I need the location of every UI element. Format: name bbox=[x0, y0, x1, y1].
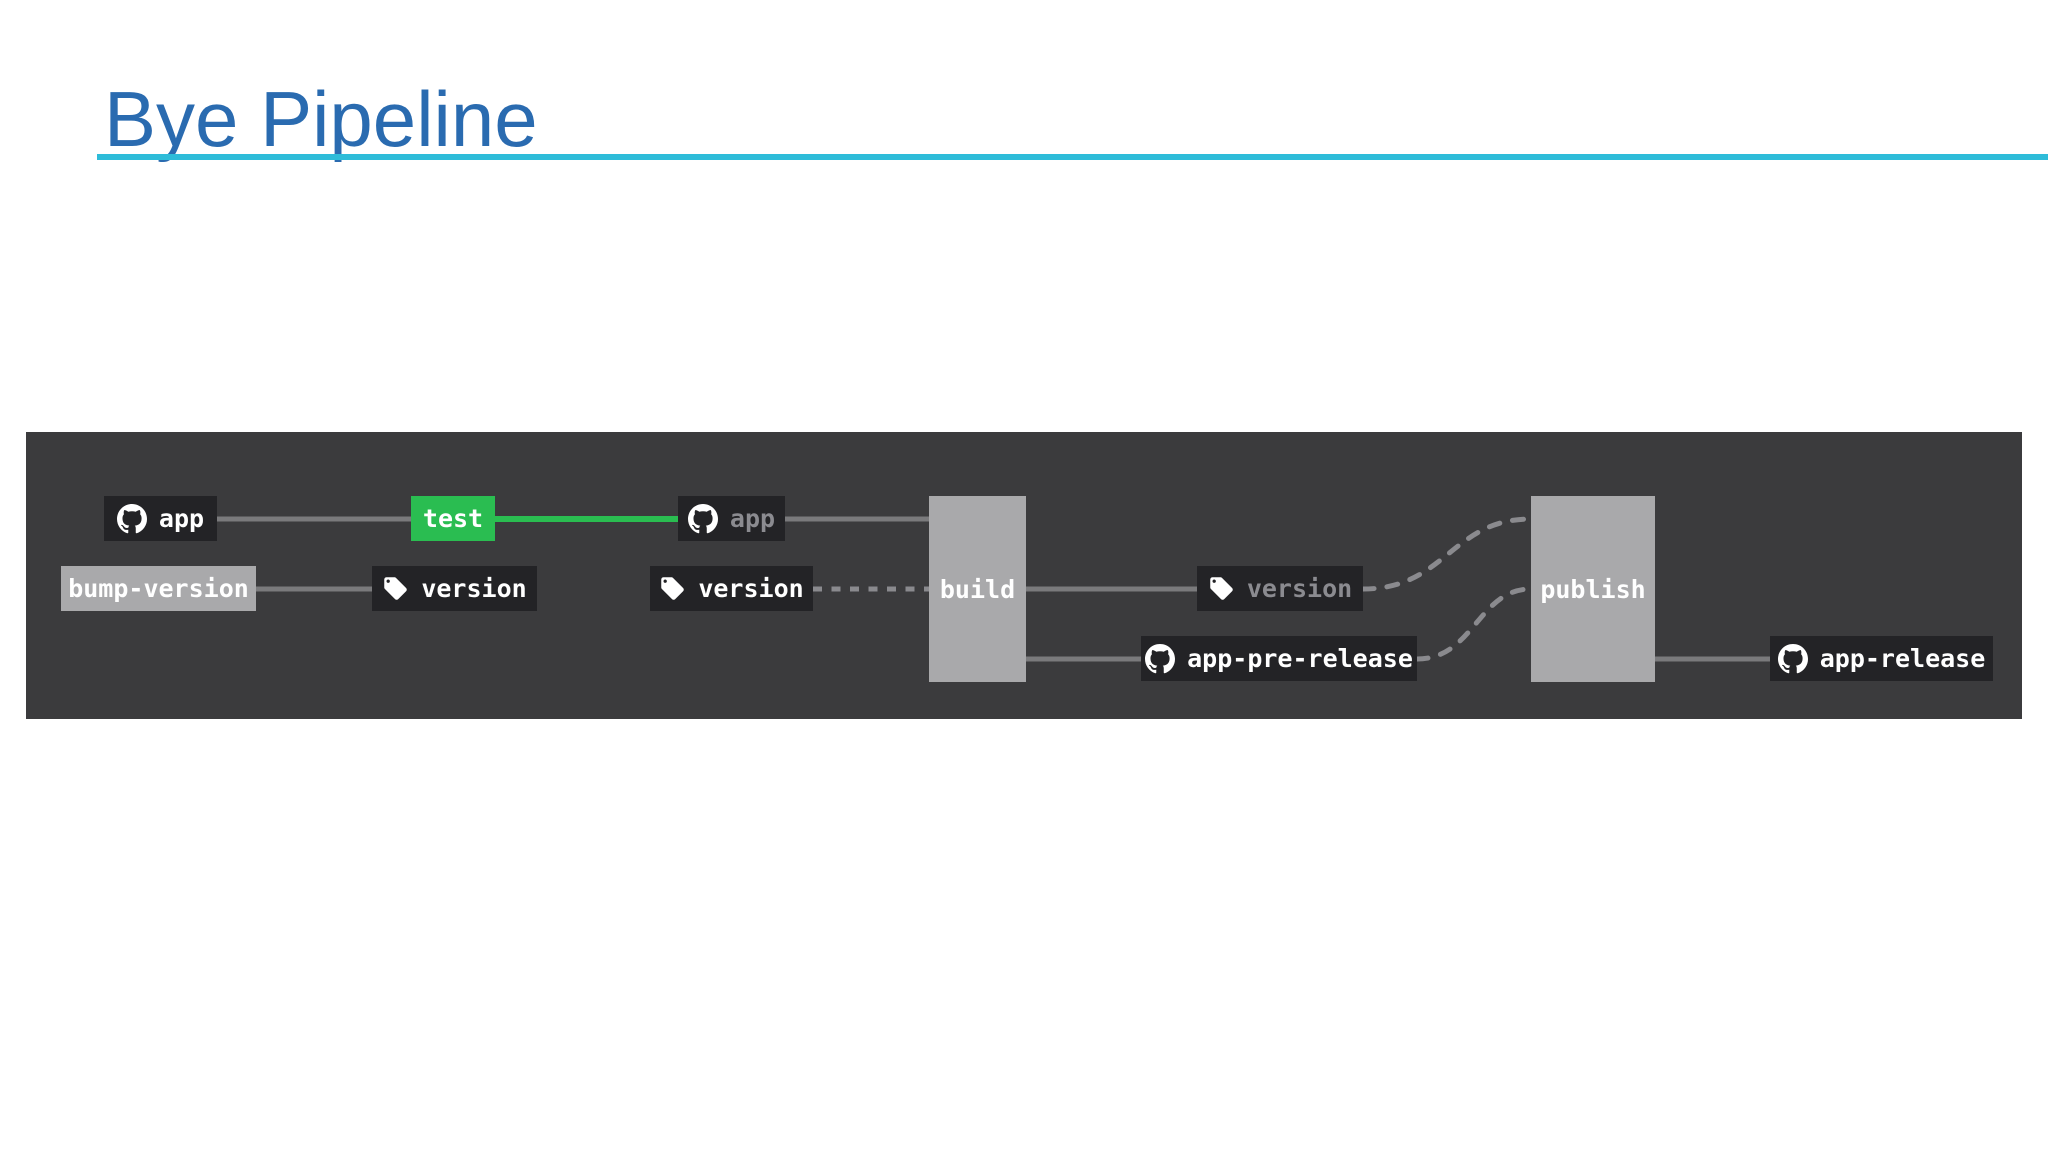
node-label: app bbox=[729, 504, 776, 533]
node-app-pre-release[interactable]: app-pre-release bbox=[1141, 636, 1417, 681]
github-icon bbox=[1777, 643, 1808, 674]
node-app-checkout[interactable]: app bbox=[678, 496, 785, 541]
node-version-output[interactable]: version bbox=[1197, 566, 1363, 611]
node-app-release[interactable]: app-release bbox=[1770, 636, 1993, 681]
tag-icon bbox=[659, 575, 686, 602]
node-label: app bbox=[158, 504, 205, 533]
title-underline bbox=[97, 154, 2048, 160]
node-test[interactable]: test bbox=[411, 496, 495, 541]
tag-icon bbox=[382, 575, 409, 602]
tag-icon bbox=[1208, 575, 1235, 602]
node-version-input[interactable]: version bbox=[650, 566, 813, 611]
page-title: Bye Pipeline bbox=[104, 75, 538, 163]
node-label: app-release bbox=[1819, 644, 1986, 673]
node-label: app-pre-release bbox=[1187, 644, 1413, 673]
node-bump-version[interactable]: bump-version bbox=[61, 566, 256, 611]
node-label: version bbox=[1246, 574, 1353, 603]
github-icon bbox=[1145, 643, 1176, 674]
node-label: publish bbox=[1540, 574, 1646, 604]
node-label: version bbox=[698, 574, 804, 603]
node-label: build bbox=[939, 574, 1016, 604]
edge-appprerelease-to-publish bbox=[1414, 586, 1534, 662]
node-label: test bbox=[422, 504, 484, 533]
node-build-stage[interactable]: build bbox=[929, 496, 1026, 682]
node-publish-stage[interactable]: publish bbox=[1531, 496, 1655, 682]
node-label: version bbox=[421, 574, 527, 603]
edge-version3-to-publish bbox=[1360, 516, 1534, 592]
node-app-source[interactable]: app bbox=[104, 496, 217, 541]
pipeline-edges bbox=[217, 516, 1770, 662]
pipeline-graph: app test app bump-version version versio… bbox=[26, 432, 2022, 719]
github-icon bbox=[687, 503, 718, 534]
node-version-bumped[interactable]: version bbox=[372, 566, 537, 611]
node-label: bump-version bbox=[68, 574, 249, 603]
github-icon bbox=[116, 503, 147, 534]
